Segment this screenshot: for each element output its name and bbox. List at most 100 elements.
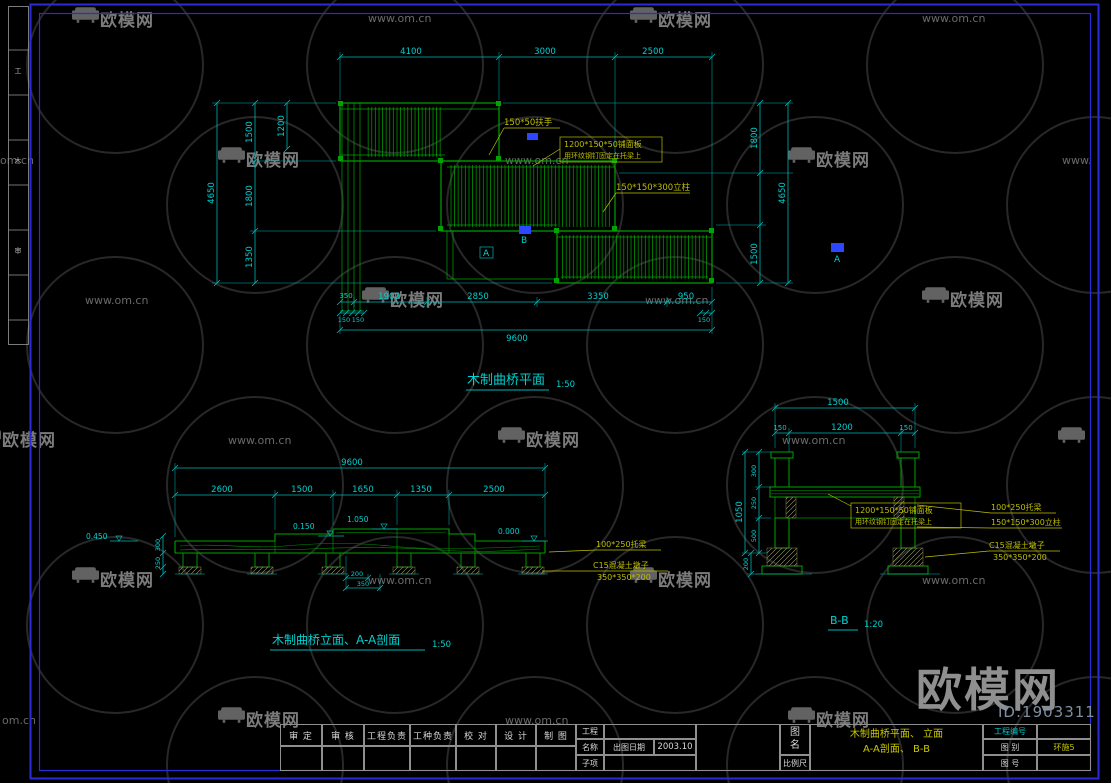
dim-label: 4650 bbox=[778, 182, 788, 204]
watermark-id: ID:1903311 bbox=[998, 703, 1096, 721]
watermark-url-text: www.om.cn bbox=[85, 294, 149, 307]
watermark-url-text: www. bbox=[1062, 154, 1092, 167]
dim-label: 1800 bbox=[750, 127, 760, 149]
annotation-text: 150*150*300立柱 bbox=[616, 182, 691, 193]
titleblock-scale-label: 比例尺 bbox=[780, 755, 810, 771]
dim-label: 950 bbox=[678, 292, 694, 302]
plan-deck-hatch bbox=[449, 165, 611, 227]
section-structure bbox=[761, 451, 929, 575]
level-label: 0.000 bbox=[498, 527, 520, 536]
watermark-brand-text: 欧模网 bbox=[100, 11, 154, 31]
dim-label: 1200 bbox=[831, 423, 853, 433]
elevation-drawing: 9600 2600 1500 1650 1350 2500 300 250 20… bbox=[86, 458, 668, 651]
watermark-url-text: www.om.cn bbox=[368, 12, 432, 25]
plan-deck-hatch bbox=[365, 107, 443, 157]
dim-label: 250 bbox=[750, 497, 758, 509]
annotation-text: 100*250托梁 bbox=[596, 539, 647, 549]
dim-label: 1500 bbox=[291, 485, 313, 495]
annotation-text: 1200*150*50铺面板 bbox=[564, 139, 642, 149]
drawing-scale: 1:50 bbox=[432, 640, 451, 650]
titleblock-empty-cell bbox=[496, 746, 536, 771]
dim-label: 1350 bbox=[245, 246, 255, 268]
dim-label: 2850 bbox=[467, 292, 489, 302]
section-concrete-hatch bbox=[766, 496, 924, 567]
dim-label: 3350 bbox=[587, 292, 609, 302]
annotation-text: C15混凝土墩子 bbox=[593, 560, 649, 570]
elevation-wood-grain bbox=[179, 531, 541, 552]
dim-label: 250 bbox=[154, 557, 162, 569]
annotation-text: 150*150*300立柱 bbox=[991, 517, 1061, 527]
section-dim-labels: 1500 150 1200 150 1050 300 250 500 200 bbox=[735, 398, 913, 570]
watermark-url-text: www.om.cn bbox=[645, 294, 709, 307]
elevation-title-group: 木制曲桥立面、A-A剖面 1:50 bbox=[270, 632, 451, 651]
titleblock-label: 工程负责 bbox=[364, 724, 410, 746]
section-title-group: B-B 1:20 bbox=[828, 614, 883, 631]
strip-cell-label: 木 bbox=[15, 156, 22, 165]
dim-label: 2500 bbox=[483, 485, 505, 495]
titleblock-label: 子项 bbox=[576, 755, 604, 771]
watermark-url-text: www.om.cn bbox=[782, 434, 846, 447]
level-label: 1.050 bbox=[347, 515, 369, 524]
titleblock-empty-cell bbox=[410, 746, 456, 771]
watermark-brand-text: 欧模网 bbox=[816, 711, 870, 731]
dim-label: 1500 bbox=[245, 121, 255, 143]
dim-label: 1650 bbox=[352, 485, 374, 495]
titleblock-label: 审 定 bbox=[280, 724, 322, 746]
titleblock-category-value: 环施5 bbox=[1037, 739, 1091, 755]
dim-label: 2600 bbox=[211, 485, 233, 495]
titleblock-date-label: 出图日期 bbox=[604, 739, 654, 755]
elevation-dim-labels: 9600 2600 1500 1650 1350 2500 300 250 20… bbox=[154, 458, 505, 588]
left-strip bbox=[8, 6, 29, 345]
dim-label: 300 bbox=[154, 539, 162, 551]
strip-cell-label: 工 bbox=[15, 67, 22, 75]
dim-label: 1800 bbox=[245, 185, 255, 207]
titleblock-label: 图名 bbox=[790, 727, 800, 751]
drawing-name-line: 木制曲桥平面、 立面 bbox=[849, 729, 944, 740]
titleblock-empty-cell bbox=[536, 746, 576, 771]
dim-label: 2500 bbox=[642, 47, 664, 57]
dim-label: 1500 bbox=[827, 398, 849, 408]
elevation-piers bbox=[175, 552, 548, 575]
dim-label: 4100 bbox=[400, 47, 422, 57]
titleblock: 审 定 审 核 工程负责 工种负责 校 对 设 计 制 图 工程 名称 子项 出… bbox=[280, 724, 1091, 771]
drawing-title: 木制曲桥平面 bbox=[467, 373, 545, 388]
dim-label: 350 bbox=[357, 580, 369, 588]
titleblock-empty-cell bbox=[696, 724, 780, 771]
watermark-brand-text: 欧模网 bbox=[100, 571, 154, 591]
watermark-url-text: www.om.cn bbox=[505, 714, 569, 727]
dim-label: 200 bbox=[742, 558, 750, 570]
titleblock-number-label: 图 号 bbox=[983, 755, 1037, 771]
titleblock-empty-cell bbox=[456, 746, 496, 771]
watermark-url-text: www.om.cn bbox=[922, 12, 986, 25]
dim-label: 9600 bbox=[341, 458, 363, 468]
left-strip-labels: 工 木 审 bbox=[15, 67, 22, 255]
dim-label: 1900 bbox=[378, 292, 400, 302]
dim-label: 350 bbox=[339, 292, 352, 300]
plan-title-group: 木制曲桥平面 1:50 bbox=[466, 373, 575, 391]
section-annotations: 1200*150*50铺面板 用环纹钢钉固定在托梁上 100*250托梁 150… bbox=[827, 493, 1062, 562]
dim-label: 1350 bbox=[410, 485, 432, 495]
strip-cell-label: 审 bbox=[15, 246, 22, 255]
annotation-text: C15混凝土墩子 bbox=[989, 540, 1045, 550]
annotation-text: 用环纹钢钉固定在托梁上 bbox=[855, 517, 932, 526]
plan-drawing: 4100 3000 2500 4650 1500 1800 1350 1200 … bbox=[207, 47, 844, 391]
section-marker-label: B bbox=[521, 236, 527, 246]
titleblock-empty-cell bbox=[604, 755, 696, 771]
drawing-title: B-B bbox=[830, 614, 849, 627]
titleblock-empty-cell bbox=[1037, 724, 1091, 739]
section-flag bbox=[831, 243, 844, 252]
elevation-annotations: 100*250托梁 C15混凝土墩子 350*350*200 bbox=[542, 539, 668, 582]
annotation-text: 150*50扶手 bbox=[504, 117, 553, 128]
level-label: 0.450 bbox=[86, 532, 108, 541]
titleblock-label: 校 对 bbox=[456, 724, 496, 746]
dim-label: 150 bbox=[352, 316, 364, 324]
watermark-big-brand: 欧模网 bbox=[916, 663, 1060, 717]
plan-deck-hatch bbox=[561, 235, 708, 279]
plan-dim-labels: 4100 3000 2500 4650 1500 1800 1350 1200 … bbox=[207, 47, 788, 344]
section-deck-hatch bbox=[771, 488, 919, 496]
titleblock-empty-cell bbox=[364, 746, 410, 771]
watermark-url-text: www.om.cn bbox=[228, 434, 292, 447]
